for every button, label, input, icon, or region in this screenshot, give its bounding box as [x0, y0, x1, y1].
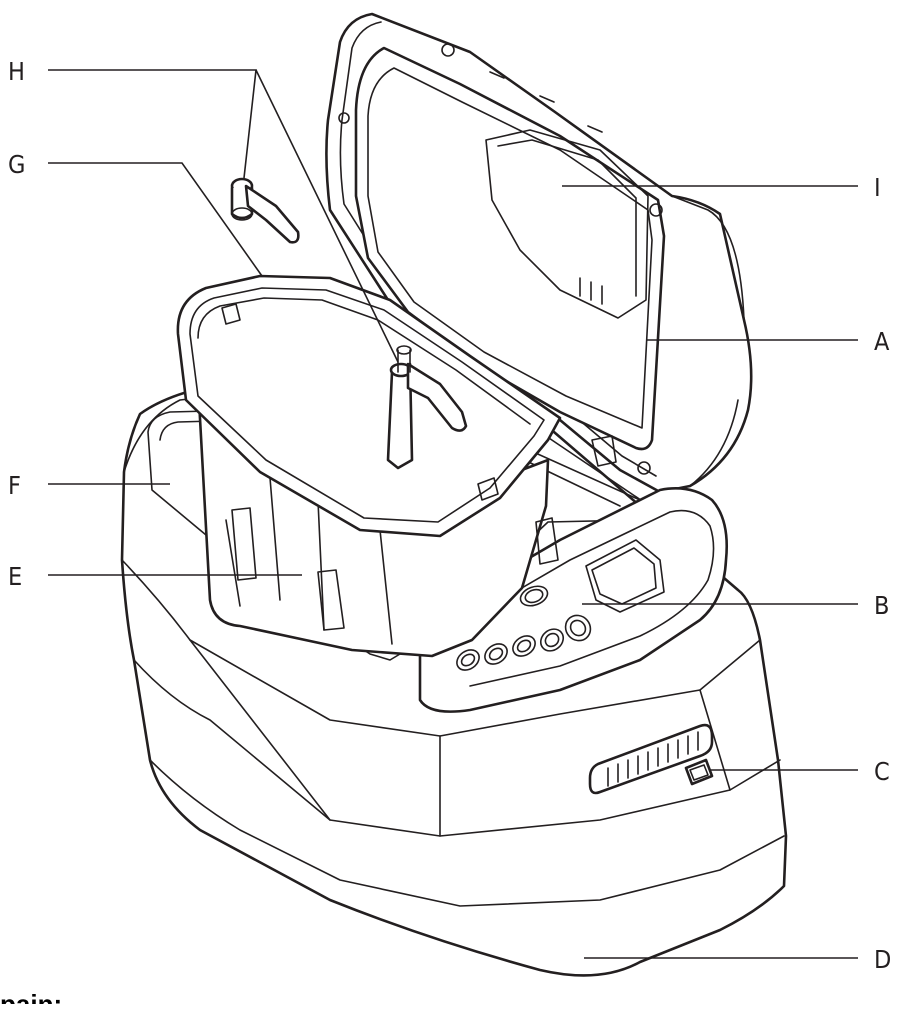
leader-H: [48, 69, 257, 179]
callout-labels: H G F E I A B C D: [8, 57, 891, 974]
label-G: G: [8, 150, 25, 179]
leader-H-branch: [255, 69, 399, 363]
label-D: D: [874, 945, 891, 974]
kneading-paddle-spare: [230, 177, 300, 244]
label-I: I: [874, 173, 881, 202]
label-E: E: [8, 562, 22, 591]
label-F: F: [8, 471, 21, 500]
bread-pan: [176, 274, 562, 658]
label-A: A: [874, 327, 890, 356]
caption-text: pain:: [0, 989, 62, 1004]
lid: [325, 12, 753, 494]
leader-lines: [48, 69, 858, 959]
label-B: B: [874, 591, 889, 620]
leader-G: [48, 162, 263, 277]
label-C: C: [874, 757, 890, 786]
label-H: H: [8, 57, 25, 86]
kneading-paddle-installed: [386, 345, 468, 470]
